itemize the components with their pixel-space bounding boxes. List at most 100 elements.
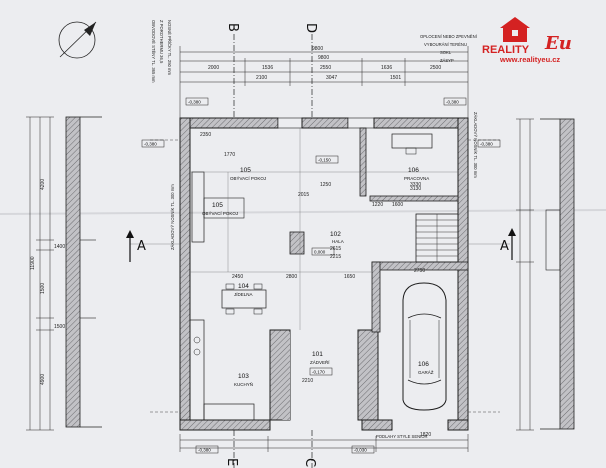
dim-top-row2-2: 3047 — [326, 75, 337, 81]
dimension-chain-top — [179, 46, 469, 120]
dimension-chain-left — [26, 116, 54, 431]
svg-text:-0,150: -0,150 — [318, 158, 331, 163]
room-label-pracovna: 106 PRACOVNA — [404, 167, 429, 181]
room-label-obyvaci-pokoj-2: 105 OBÝVACÍ POKOJ — [202, 202, 238, 216]
level-tag-2: -0,380 — [443, 97, 467, 106]
room-label-obyvaci-pokoj: 105 OBÝVACÍ POKOJ — [230, 167, 266, 181]
central-column — [289, 231, 305, 255]
section-arrow-left-icon — [126, 230, 134, 262]
dim-inner-11: 2015 — [298, 192, 309, 198]
dim-inner-6: 2750 — [414, 268, 425, 274]
dim-top-row2-1: 2100 — [256, 75, 267, 81]
dim-top-2: 1536 — [262, 65, 273, 71]
svg-text:102: 102 — [330, 231, 341, 238]
house-logo-icon — [500, 17, 530, 42]
stair-treads — [416, 214, 458, 262]
dim-inner-7: 3130 — [410, 186, 421, 192]
note-left-side: ZÁKLADOVÝ NOSNÍK TL. 300 mm — [170, 184, 175, 250]
dim-left-1: 4200 — [40, 179, 46, 190]
note-bottom: PODLAHY STYLE SENIOR — [376, 434, 428, 439]
dim-inner-8: 1220 — [372, 202, 383, 208]
level-tag-8: -0,380 — [477, 139, 501, 148]
brand-url: www.realityeu.cz — [499, 55, 560, 64]
dim-top-5: 2500 — [430, 65, 441, 71]
svg-text:PRACOVNA: PRACOVNA — [404, 176, 429, 181]
room-label-garaz: 106 GARÁŽ — [418, 361, 434, 375]
section-mark-bottom-right: C — [302, 458, 317, 467]
room-label-hala: 102 HALA — [330, 231, 344, 244]
dim-top-4: 1636 — [381, 65, 392, 71]
section-mark-top-right: D — [303, 23, 318, 33]
dimension-chain-right — [516, 118, 534, 431]
note-top-left-1: OBVODOVÉ STĚNY TL. 365 mm — [151, 20, 156, 83]
level-tag-7: -0,380 — [141, 139, 165, 148]
svg-text:ZÁDVEŘÍ: ZÁDVEŘÍ — [310, 358, 330, 365]
svg-text:JÍDELNA: JÍDELNA — [234, 291, 253, 297]
svg-text:106: 106 — [418, 361, 429, 368]
svg-text:105: 105 — [240, 167, 251, 174]
dimension-chain-bottom — [179, 434, 469, 452]
dim-sub-2: 3330 — [410, 182, 421, 188]
dim-overall-top-2: 9800 — [318, 55, 329, 61]
svg-text:-0,170: -0,170 — [312, 370, 325, 375]
svg-text:OBÝVACÍ POKOJ: OBÝVACÍ POKOJ — [230, 175, 266, 181]
construction-lines — [130, 128, 510, 330]
dim-inner-12: 2210 — [302, 378, 313, 384]
dim-left-6: 1500 — [54, 324, 65, 330]
dim-inner-9: 1600 — [392, 202, 403, 208]
dim-left-4: 1500 — [40, 283, 46, 294]
dim-inner-4: 2615 — [330, 246, 341, 252]
dim-top-row2-3: 1501 — [390, 75, 401, 81]
svg-text:101: 101 — [312, 351, 323, 358]
dim-left-2: 11900 — [30, 256, 36, 270]
dim-inner-3: 1650 — [344, 274, 355, 280]
reality-eu-watermark: REALITY Eu www.realityeu.cz — [482, 17, 572, 64]
level-tag-3: -0,150 — [315, 155, 339, 164]
section-arrow-right-icon — [508, 228, 516, 260]
dim-inner-13: 1250 — [320, 182, 331, 188]
dim-top-3: 2550 — [320, 65, 331, 71]
dim-left-3: 1400 — [54, 244, 65, 250]
room-label-jidelna: 104 JÍDELNA — [234, 283, 253, 297]
garage-car-icon — [402, 282, 447, 411]
level-tag-1: -0,380 — [185, 97, 209, 106]
note-top-right-2: VYBOURÁNÍ TERÉNU — [424, 42, 467, 47]
svg-text:-0,380: -0,380 — [480, 142, 493, 147]
note-top-left-3: NOSNÉ PŘÍČKY TL. 250 mm — [167, 20, 172, 76]
level-tag-6: -0,030 — [351, 445, 375, 454]
left-side-wall-strip — [65, 116, 102, 428]
level-tag-0: 0,000 — [311, 247, 335, 256]
level-tag-4: -0,170 — [309, 367, 333, 376]
dim-left-5: 4900 — [40, 374, 46, 385]
section-mark-bottom-left: E — [224, 458, 239, 466]
svg-text:KUCHYŇ: KUCHYŇ — [234, 381, 253, 387]
svg-text:0,000: 0,000 — [314, 250, 326, 255]
svg-text:HALA: HALA — [332, 239, 344, 244]
brand-name: REALITY — [482, 44, 530, 56]
note-top-right-4: ZÁSYP — [440, 58, 454, 63]
svg-text:103: 103 — [238, 373, 249, 380]
svg-text:-0,380: -0,380 — [144, 142, 157, 147]
outer-walls — [179, 117, 469, 431]
dim-sub-1: 2350 — [200, 132, 211, 138]
svg-text:-0,380: -0,380 — [188, 100, 201, 105]
dim-top-1: 2000 — [208, 65, 219, 71]
svg-text:GARÁŽ: GARÁŽ — [418, 368, 434, 375]
right-side-wall-strip — [540, 118, 575, 430]
brand-suffix: Eu — [544, 33, 572, 54]
note-right-side: ZÁKLADOVÝ NOSNÍK TL. 300 mm — [473, 112, 478, 178]
dining-table — [221, 283, 267, 315]
dim-inner-1: 2800 — [286, 274, 297, 280]
dim-inner-10: 1770 — [224, 152, 235, 158]
study-desk — [391, 133, 433, 155]
svg-text:104: 104 — [238, 283, 249, 290]
note-top-right-1: OPLOCENÍ NEBO ZPEVNĚNÍ — [420, 34, 478, 39]
svg-text:-0,380: -0,380 — [198, 448, 211, 453]
svg-text:-0,380: -0,380 — [446, 100, 459, 105]
dim-inner-2: 2450 — [232, 274, 243, 280]
section-mark-left: A — [137, 239, 146, 254]
paper-fold-line — [0, 209, 606, 215]
inner-walls — [269, 127, 469, 421]
